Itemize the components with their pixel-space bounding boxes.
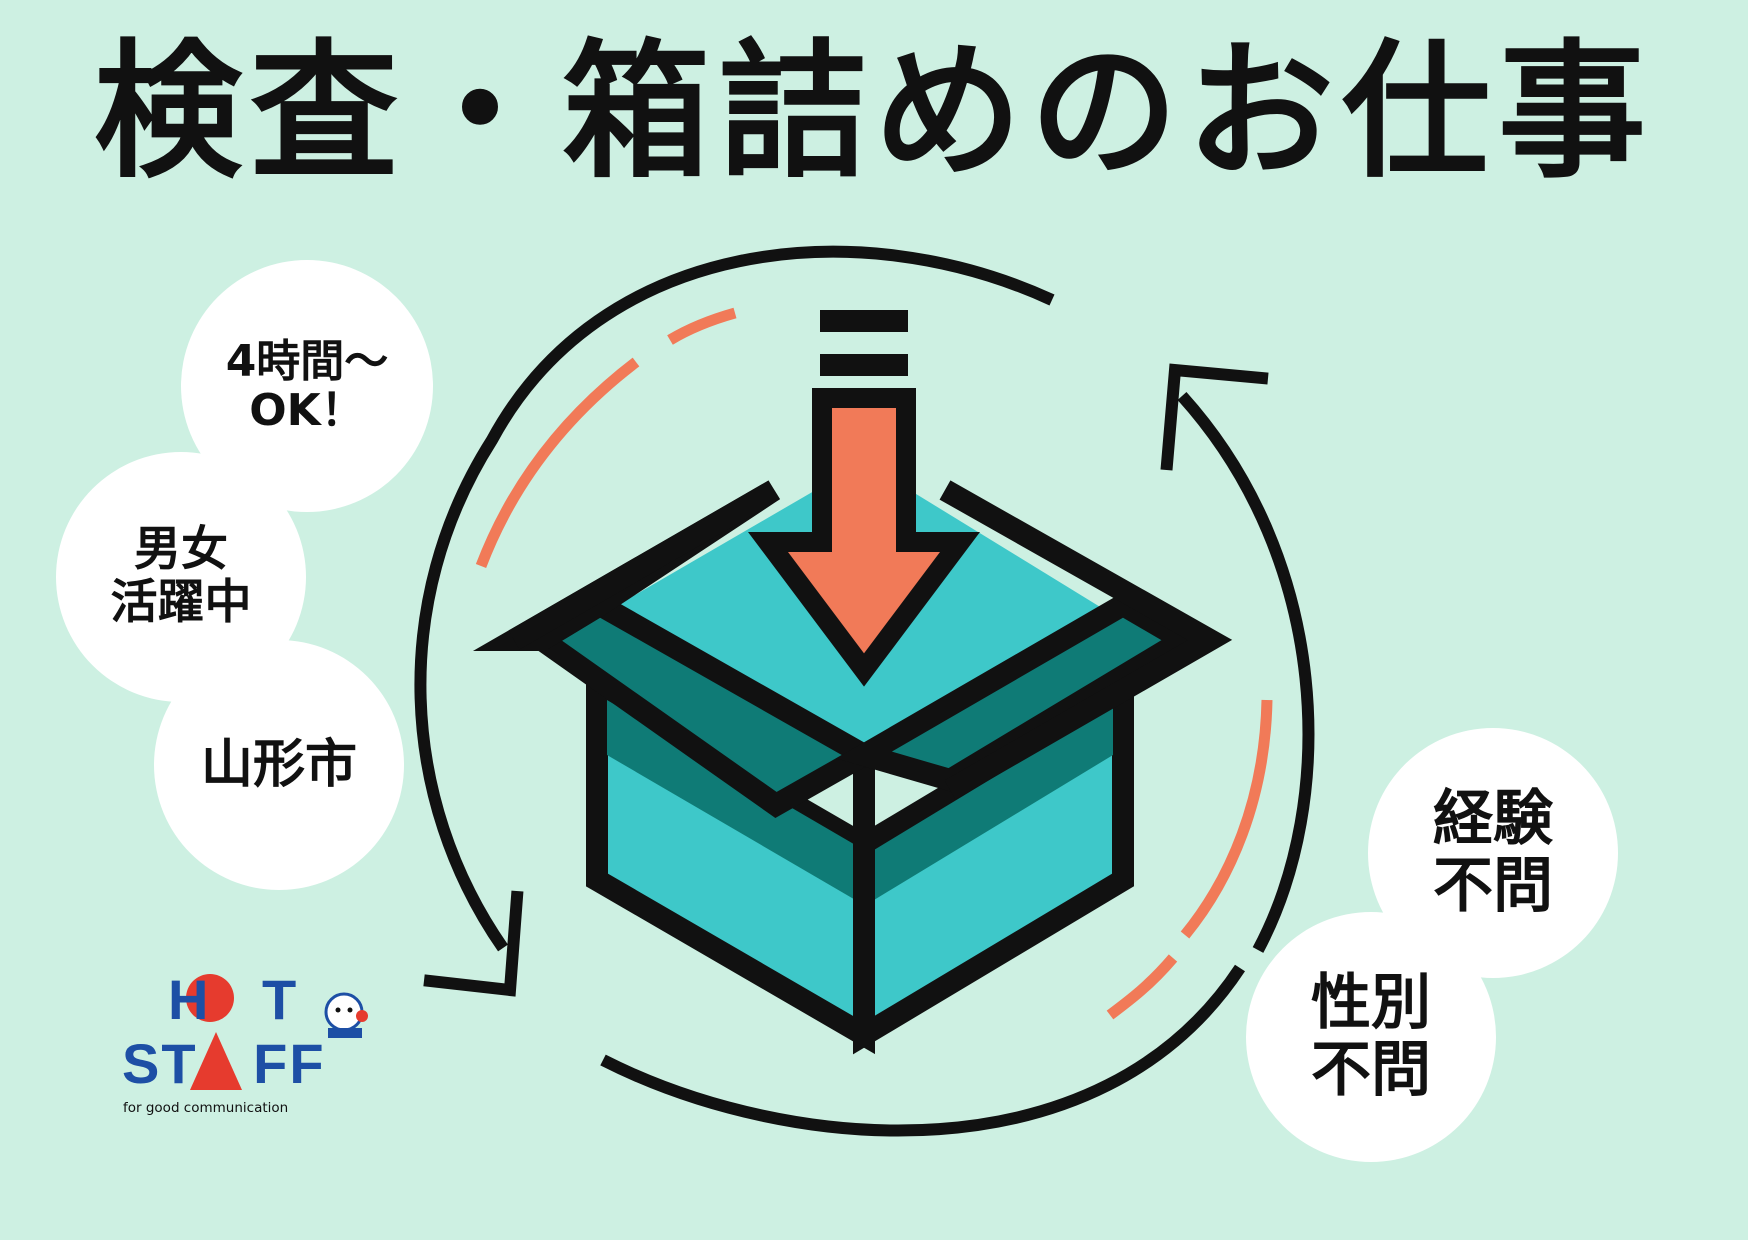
- bubble-city-text: 山形市: [200, 734, 357, 795]
- logo-line2: ST FF: [122, 1032, 326, 1095]
- accent-dash: [667, 307, 737, 345]
- bubble-hours-text: 4時間〜 OK！: [225, 335, 389, 436]
- cycle-arc-top: [414, 245, 1055, 952]
- down-arrow-icon: [748, 388, 980, 687]
- accent-dash: [475, 357, 640, 568]
- cycle-arc-bottom: [600, 964, 1246, 1137]
- accent-dash: [1106, 954, 1178, 1020]
- arrow-head-left-icon: [423, 890, 524, 997]
- page-title: 検査・箱詰めのお仕事: [94, 26, 1654, 198]
- logo-line1: H T: [168, 968, 299, 1031]
- cycle-arc-right: [1177, 391, 1315, 953]
- accent-dash: [1180, 699, 1273, 939]
- mascot-icon: [324, 992, 368, 1038]
- bubble-gender: 性別 不問: [1246, 912, 1496, 1162]
- logo-tagline: for good communication: [123, 1100, 289, 1116]
- arrow-head-right-icon: [1160, 363, 1269, 471]
- bubble-city: 山形市: [154, 640, 404, 890]
- hotstaff-logo: H T ST FF for good communication: [118, 972, 408, 1122]
- bubble-experience-text: 経験 不問: [1433, 783, 1553, 921]
- bubble-gender-text: 性別 不問: [1311, 967, 1431, 1105]
- bubble-gender-active-text: 男女 活躍中: [110, 522, 252, 630]
- logo-mark: [186, 974, 368, 1090]
- box-right-flap: [836, 592, 1205, 792]
